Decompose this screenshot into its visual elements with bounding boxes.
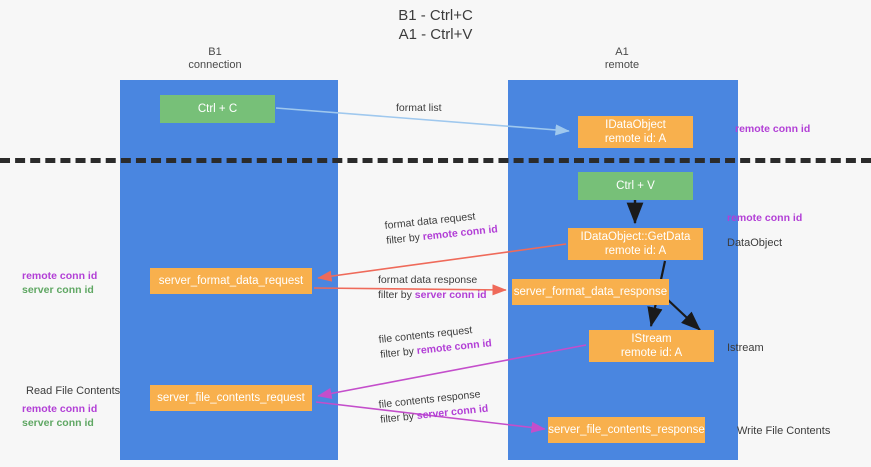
filter-by-prefix: filter by [378, 289, 415, 301]
node-getdata-line2: remote id: A [604, 245, 667, 257]
filter-by-prefix: filter by [379, 410, 418, 426]
annotation-remote-conn-id: remote conn id [22, 403, 98, 415]
node-istream[interactable]: IStream remote id: A [589, 330, 714, 362]
node-ctrl-c[interactable]: Ctrl + C [160, 95, 275, 123]
node-getdata-line1: IDataObject::GetData [580, 231, 691, 243]
node-sfd-request-label: server_format_data_request [158, 275, 304, 287]
node-idataobject-line1: IDataObject [605, 119, 666, 131]
edge-label-format-list-line1: format list [396, 102, 442, 114]
title-line-2: A1 - Ctrl+V [398, 26, 473, 43]
column-header-a1: A1 remote [562, 46, 682, 72]
annotation-mid-right: remote conn id [727, 211, 802, 225]
phase-divider [0, 158, 871, 163]
annotation-remote-conn-id: remote conn id [22, 270, 98, 282]
edge-label-file-contents-request: file contents request filter by remote c… [378, 321, 493, 363]
page-title: B1 - Ctrl+C A1 - Ctrl+V [0, 6, 871, 44]
node-idataobject-getdata[interactable]: IDataObject::GetData remote id: A [568, 228, 703, 260]
label-read-file-contents: Read File Contents [26, 385, 121, 397]
label-istream: Istream [727, 342, 764, 354]
node-server-format-data-response[interactable]: server_format_data_response [512, 279, 669, 305]
filter-by-prefix: filter by [385, 231, 424, 247]
title-line-1: B1 - Ctrl+C [398, 7, 473, 24]
node-ctrl-c-line1: Ctrl + C [197, 103, 238, 115]
annotation-server-conn-id: server conn id [22, 284, 94, 296]
node-server-file-contents-request[interactable]: server_file_contents_request [150, 385, 312, 411]
edge-label-format-data-request: format data request filter by remote con… [384, 207, 499, 249]
node-istream-line1: IStream [631, 333, 672, 345]
annotation-remote-conn-id: remote conn id [727, 212, 803, 224]
node-ctrl-v-line1: Ctrl + V [616, 180, 655, 192]
node-istream-line2: remote id: A [620, 347, 683, 359]
label-write-file-contents: Write File Contents [737, 425, 831, 437]
edge-label-format-list: format list [396, 101, 442, 116]
column-header-a1-role: remote [604, 59, 640, 71]
label-dataobject: DataObject [727, 237, 783, 249]
node-server-file-contents-response[interactable]: server_file_contents_response [548, 417, 705, 443]
annotation-top-right: remote conn id [735, 122, 810, 136]
node-sfc-response-label: server_file_contents_response [548, 424, 705, 436]
annotation-mid-left: remote conn id server conn id [22, 269, 97, 297]
node-server-format-data-request[interactable]: server_format_data_request [150, 268, 312, 294]
annotation-server-conn-id: server conn id [22, 417, 94, 429]
node-sfc-request-label: server_file_contents_request [157, 392, 305, 404]
edge-label-fdresp-line2: filter by server conn id [378, 288, 487, 303]
edge-label-format-data-response: format data response filter by server co… [378, 273, 487, 303]
node-idataobject[interactable]: IDataObject remote id: A [578, 116, 693, 148]
column-header-b1-name: B1 [208, 46, 222, 58]
column-header-a1-name: A1 [615, 46, 629, 58]
edge-label-fdresp-line1: format data response [378, 274, 478, 286]
column-header-b1-role: connection [188, 59, 242, 71]
annotation-bottom-left: remote conn id server conn id [22, 402, 97, 430]
column-header-b1: B1 connection [155, 46, 275, 72]
node-ctrl-v[interactable]: Ctrl + V [578, 172, 693, 200]
filter-by-prefix: filter by [379, 345, 418, 361]
node-sfd-response-label: server_format_data_response [513, 286, 668, 298]
node-idataobject-line2: remote id: A [604, 133, 667, 145]
edge-label-file-contents-response: file contents response filter by server … [378, 387, 489, 428]
annotation-remote-conn-id: remote conn id [735, 123, 811, 135]
filter-key-server-conn-id: server conn id [414, 289, 487, 301]
